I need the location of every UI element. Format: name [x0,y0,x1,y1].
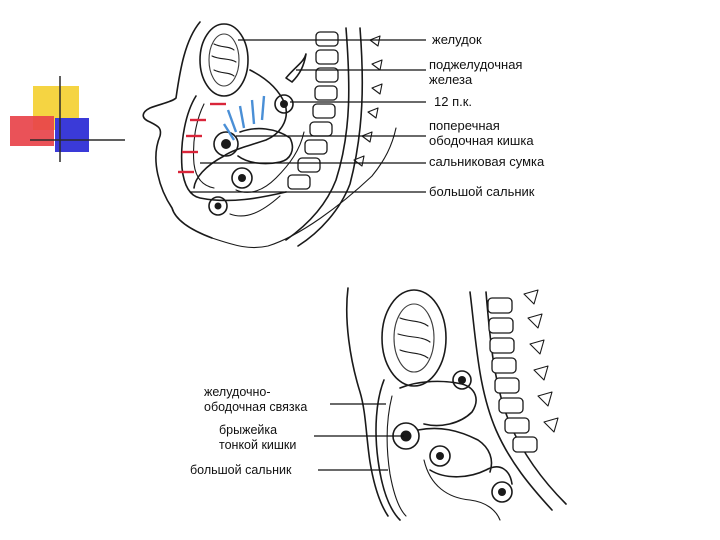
bottom-mesentery [417,427,513,485]
label-mesentery-line1: брыжейка [219,423,277,437]
top-duodenum [274,94,294,114]
top-transverse-colon [213,131,239,157]
bottom-colon-lumen [400,430,412,442]
label-duodenum: 12 п.к. [434,94,472,109]
bottom-intestine-loop-1 [429,445,451,467]
bottom-intestine-lumen-2 [498,488,506,496]
label-mesentery-line2: тонкой кишки [219,438,296,452]
top-stomach-outer [199,23,249,97]
label-stomach: желудок [432,32,482,47]
top-intestine-lumen-1 [238,174,246,182]
label-greater-omentum-2: большой сальник [190,463,292,477]
top-colon-lumen [221,139,231,149]
top-spinous-processes [353,35,383,167]
label-transverse-colon-line1: поперечная [429,118,500,133]
bottom-intestine-wall [423,459,501,521]
bottom-stomach-folds [397,317,431,359]
top-omentum-fold [180,95,287,202]
top-duodenum-lumen [280,100,288,108]
top-body-outline [142,21,213,239]
label-pancreas-line2: железа [429,72,473,87]
top-stomach-folds [211,43,237,77]
top-leader-lines [190,39,426,193]
label-greater-omentum: большой сальник [429,184,535,199]
top-vertebrae [287,31,339,190]
label-omental-bursa: сальниковая сумка [429,154,545,169]
bottom-spinous-processes [523,289,559,433]
top-pancreas [285,53,307,83]
bottom-stomach-inner [393,303,435,373]
bottom-intestine-loop-2 [491,481,513,503]
bottom-duodenum-lumen [458,376,466,384]
top-intestine-loop-2 [208,196,228,216]
bottom-omentum-outer [375,379,401,521]
bottom-vertebrae [487,297,538,453]
bottom-body-outline [345,287,389,517]
bottom-stomach-outer [381,289,447,387]
red-incision-marks [178,102,226,174]
top-intestine-lumen-2 [214,202,222,210]
bottom-bursa-wall [399,380,477,427]
top-peritoneum-outer [193,69,287,189]
label-transverse-colon-line2: ободочная кишка [429,133,534,148]
label-gastrocolic-line1: желудочно- [204,385,271,399]
top-lower-outline [211,127,397,249]
top-stomach-inner [208,33,240,87]
bottom-anatomy-diagram: желудочно- ободочная связка брыжейка тон… [190,287,567,521]
top-anatomy-diagram: желудок поджелудочная железа 12 п.к. поп… [142,21,545,249]
top-intestine-loop-1 [231,167,253,189]
bottom-intestine-lumen-1 [436,452,444,460]
bottom-omentum-inner [386,395,407,517]
top-omentum-inner [192,103,215,189]
blue-incision-marks [222,95,266,141]
red-square [10,116,54,146]
label-gastrocolic-line2: ободочная связка [204,400,307,414]
label-pancreas-line1: поджелудочная [429,57,522,72]
bottom-leader-lines [314,403,404,471]
bottom-duodenum [452,370,472,390]
decorative-squares [10,76,125,162]
